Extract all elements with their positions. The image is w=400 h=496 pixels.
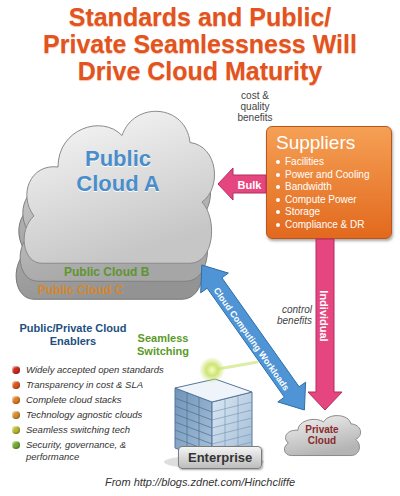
legend-row: Widely accepted open standards <box>10 364 166 376</box>
edge-label: Bulk <box>235 179 265 192</box>
note-label: Seamless Switching <box>132 332 194 358</box>
cloud-outline <box>24 111 214 263</box>
legend-swatch <box>12 441 20 449</box>
label-wrap: Public/Private Cloud Enablers <box>18 322 128 348</box>
legend-swatch <box>12 396 20 404</box>
legend-row: Seamless switching tech <box>10 424 166 436</box>
cloud-name: Public Cloud C <box>38 284 123 297</box>
bullet-dot <box>276 160 280 164</box>
label-wrap: cost & quality benefits <box>226 90 284 123</box>
legend-row: Security, governance, & performance <box>10 439 166 463</box>
diagram-title: Standards and Public/ Private Seamlessne… <box>35 4 365 85</box>
legend-row: Transparency in cost & SLA <box>10 379 166 391</box>
legend-swatch <box>12 366 20 374</box>
public-cloud: Public Cloud A <box>18 90 218 265</box>
legend-swatch <box>12 411 20 419</box>
legend-swatch <box>12 381 20 389</box>
bullet-dot <box>276 198 280 202</box>
supplier-box: SuppliersFacilitiesPower and CoolingBand… <box>266 126 392 239</box>
label-wrap: Seamless Switching <box>132 332 194 358</box>
list-item: Storage <box>285 206 320 219</box>
legend-text: Transparency in cost & SLA <box>26 379 143 391</box>
note-label: cost & quality benefits <box>226 90 284 123</box>
edge-label: Cloud Computing Workloads <box>209 283 293 395</box>
legend-text: Technology agnostic clouds <box>26 409 142 421</box>
edge-label-wrap: Cloud Computing Workloads <box>208 279 298 395</box>
legend-text: Seamless switching tech <box>26 424 130 436</box>
bullet-dot <box>276 210 280 214</box>
edge-label-wrap: Individual <box>316 287 334 344</box>
note-label: Public/Private Cloud Enablers <box>18 322 128 348</box>
cloud-name: Private Cloud <box>296 424 348 446</box>
legend-row: Complete cloud stacks <box>10 394 166 406</box>
edge-label-wrap: Bulk <box>235 175 265 193</box>
cloud-name: Public Cloud A <box>63 146 173 196</box>
node-text: Enterprise <box>188 450 252 465</box>
legend-text: Complete cloud stacks <box>26 394 122 406</box>
bullet-dot <box>276 185 280 189</box>
bullet-dot <box>276 223 280 227</box>
legend-text: Widely accepted open standards <box>26 364 164 376</box>
note-label: control benefits <box>258 304 312 326</box>
list-row: Compute Power <box>276 194 383 207</box>
legend: Widely accepted open standardsTransparen… <box>10 364 166 466</box>
list-item: Power and Cooling <box>285 169 370 182</box>
list-item: Compute Power <box>285 194 357 207</box>
list-item: Bandwidth <box>285 181 332 194</box>
list-row: Power and Cooling <box>276 169 383 182</box>
list-row: Facilities <box>276 156 383 169</box>
flow-arrow <box>308 239 342 410</box>
caption: From http://blogs.zdnet.com/Hinchcliffe <box>0 476 400 489</box>
list-row: Compliance & DR <box>276 219 383 232</box>
enterprise-label: Enterprise <box>178 446 262 469</box>
list-row: Bandwidth <box>276 181 383 194</box>
switching-glow <box>199 357 225 383</box>
list-item: Facilities <box>285 156 324 169</box>
list-row: Storage <box>276 206 383 219</box>
edge-label: Individual <box>317 287 330 344</box>
flow-arrow <box>201 265 306 410</box>
title-wrap: Standards and Public/ Private Seamlessne… <box>35 4 365 85</box>
cloud-outline <box>284 416 360 456</box>
cloud-name: Public Cloud B <box>64 266 149 279</box>
list-item: Compliance & DR <box>285 219 364 232</box>
box-heading: Suppliers <box>276 131 383 154</box>
private-cloud: Private Cloud <box>282 410 362 456</box>
caption-wrap: From http://blogs.zdnet.com/Hinchcliffe <box>0 476 400 489</box>
legend-swatch <box>12 426 20 434</box>
label-wrap: control benefits <box>258 304 312 326</box>
flow-arrow <box>218 168 266 200</box>
legend-text: Security, governance, & performance <box>26 439 166 463</box>
legend-row: Technology agnostic clouds <box>10 409 166 421</box>
bullet-dot <box>276 173 280 177</box>
